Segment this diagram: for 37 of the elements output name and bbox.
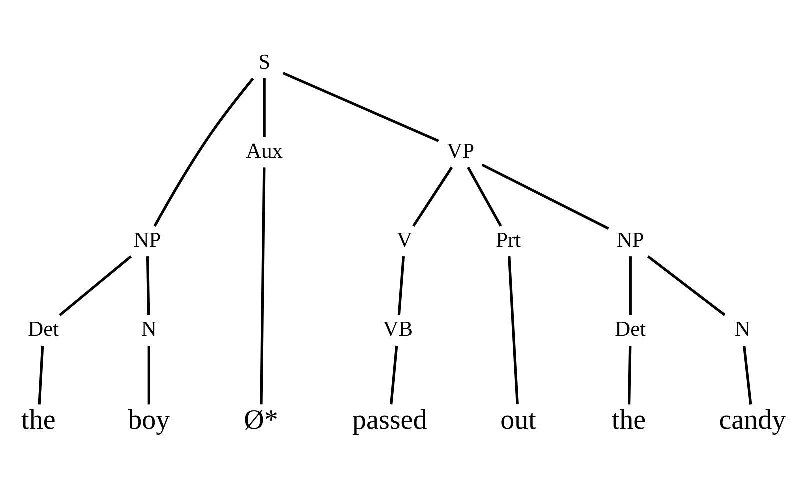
connector (647, 255, 726, 316)
node-text: V (396, 228, 412, 252)
connector (412, 166, 454, 227)
connector (628, 345, 632, 404)
connector (398, 256, 406, 315)
connector (743, 345, 752, 404)
node-text: the (612, 404, 646, 436)
connector (146, 256, 150, 315)
connector (390, 345, 398, 404)
connector (59, 255, 132, 316)
connector (148, 346, 150, 404)
node-text: Det (615, 316, 646, 341)
node-text: Det (28, 316, 60, 341)
connector (482, 163, 610, 230)
connector (38, 345, 44, 404)
node-text: Ø* (244, 404, 278, 436)
node-text: N (735, 316, 751, 341)
node-text: NP (616, 228, 644, 252)
connector (282, 72, 440, 142)
node-text: VB (383, 316, 414, 341)
connector (508, 256, 519, 404)
node-text: Prt (496, 228, 522, 252)
node-text: S (258, 50, 271, 74)
node-text: candy (719, 404, 786, 436)
connector (263, 78, 266, 137)
node-text: Aux (246, 138, 284, 163)
node-text: N (141, 316, 157, 341)
connector (154, 77, 254, 226)
node-text: VP (447, 138, 474, 163)
connector (260, 167, 266, 404)
connector (629, 256, 632, 315)
node-text: out (500, 404, 536, 436)
node-text: passed (352, 404, 428, 436)
node-text: NP (134, 228, 162, 252)
node-text: the (22, 404, 56, 436)
connector (467, 166, 502, 226)
node-text: boy (128, 404, 170, 436)
